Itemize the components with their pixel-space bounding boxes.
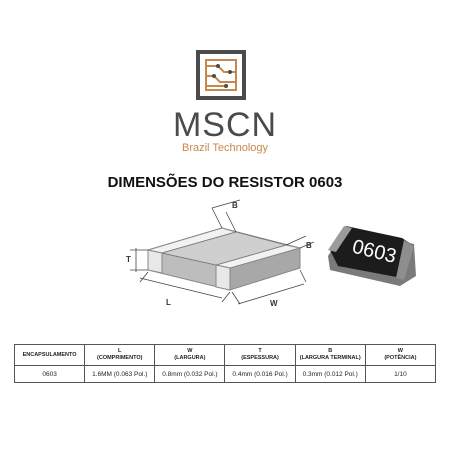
resistor-body [147, 227, 302, 291]
header-espessura: T (ESPESSURA) [224, 344, 296, 366]
cell-encapsulamento: 0603 [13, 365, 86, 383]
brand-name: MSCN [172, 106, 278, 144]
resistor-dimension-diagram: B B T L W 0603 [126, 199, 416, 308]
circuit-square-logo-icon [196, 50, 246, 100]
header-potencia: W (POTÊNCIA) [364, 344, 437, 366]
cell-espessura: 0.4mm (0.016 Pol.) [224, 365, 296, 383]
label-l: L [166, 298, 171, 307]
header-encapsulamento: ENCAPSULAMENTO [13, 344, 86, 366]
label-b-top: B [232, 201, 238, 210]
cell-largura: 0.8mm (0.032 Pol.) [154, 365, 226, 383]
label-b-side: B [306, 241, 312, 250]
cell-largura-terminal: 0.3mm (0.012 Pol.) [294, 365, 366, 383]
header-comprimento: L (COMPRIMENTO) [84, 344, 156, 366]
brand-tagline: Brazil Technology [181, 142, 268, 154]
cell-potencia: 1/10 [364, 365, 437, 383]
header-largura-terminal: B (LARGURA TERMINAL) [294, 344, 366, 366]
header-largura: W (LARGURA) [154, 344, 226, 366]
table-header-row: ENCAPSULAMENTO L (COMPRIMENTO) W (LARGUR… [13, 344, 437, 366]
cell-comprimento: 1.6MM (0.063 Pol.) [84, 365, 156, 383]
label-t: T [126, 255, 131, 264]
spec-table: ENCAPSULAMENTO L (COMPRIMENTO) W (LARGUR… [13, 344, 437, 383]
mscn-logo [196, 50, 246, 100]
page-title: DIMENSÕES DO RESISTOR 0603 [107, 174, 343, 191]
smd-resistor-chip: 0603 [328, 226, 416, 286]
table-row: 0603 1.6MM (0.063 Pol.) 0.8mm (0.032 Pol… [13, 365, 437, 383]
label-w: W [270, 299, 278, 308]
